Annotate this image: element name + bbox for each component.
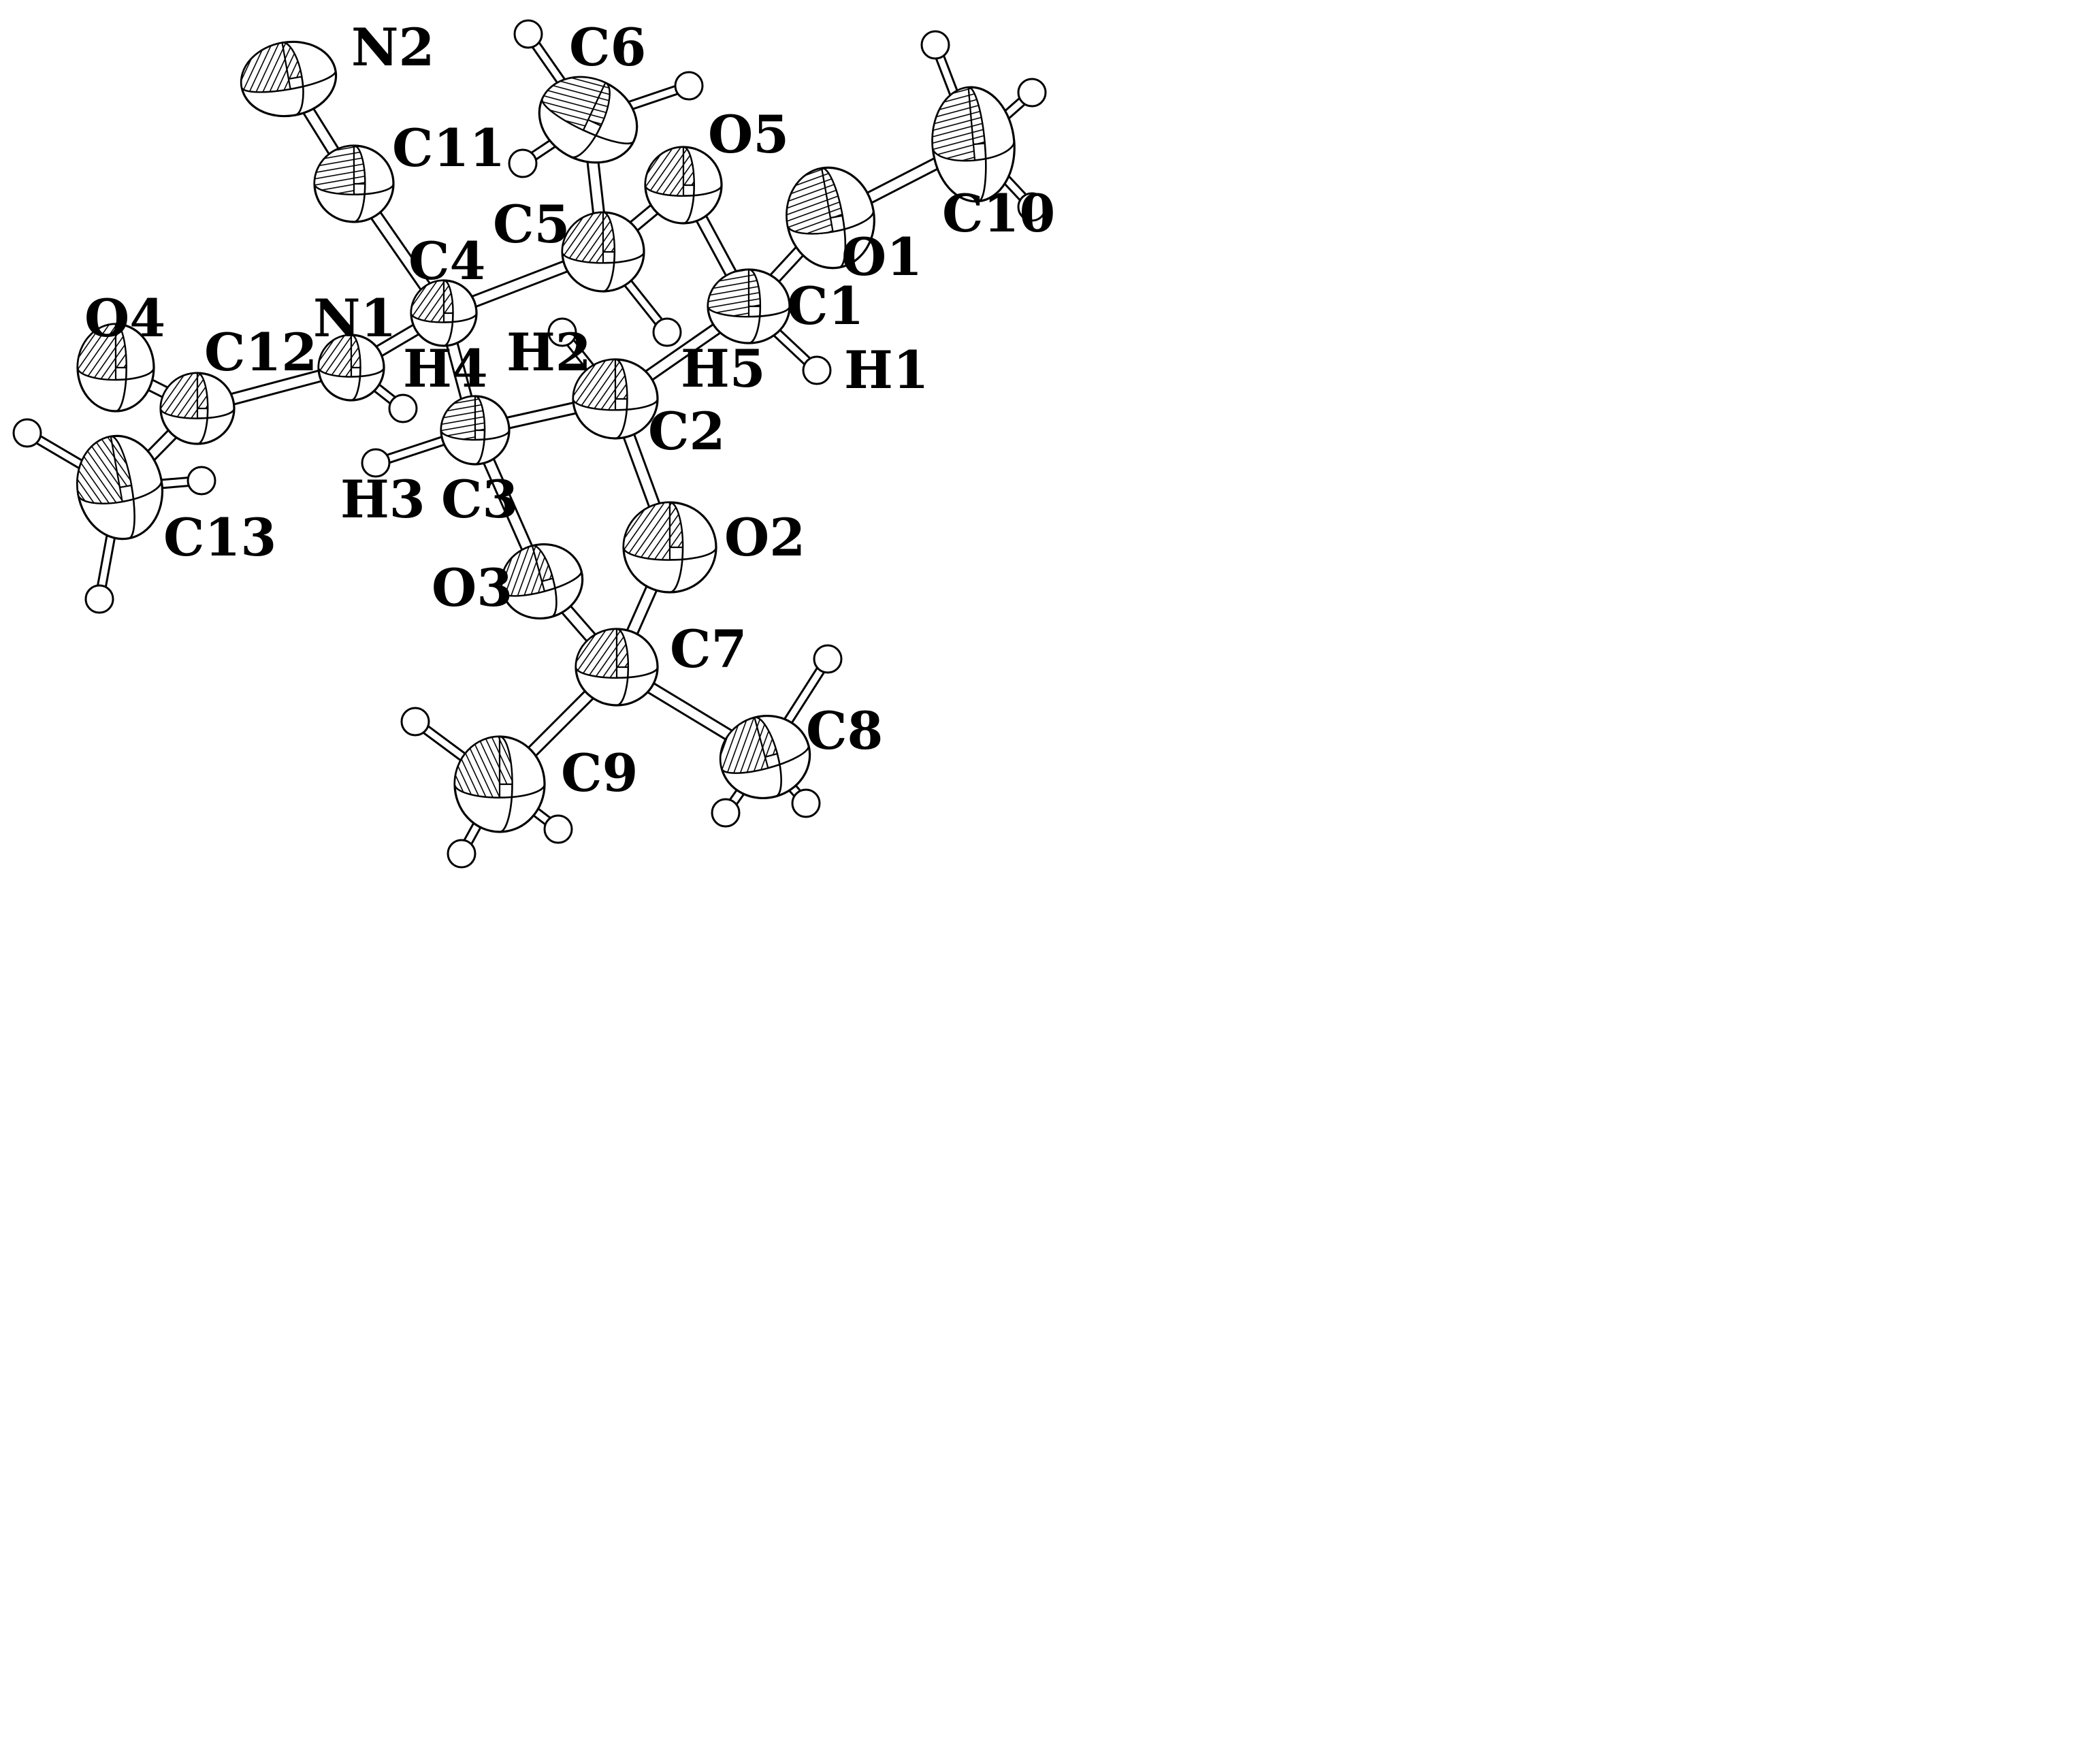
atom-h-c13-7: [187, 466, 216, 496]
atom-label-n2: N2: [351, 17, 434, 78]
atom-h-c10-4: [1017, 78, 1047, 108]
atom-label-o3: O3: [432, 558, 513, 618]
atom-c13: [76, 434, 164, 541]
atom-h-c13-8: [84, 584, 114, 614]
atom-c10: [931, 86, 1016, 203]
atom-c12: [159, 372, 236, 445]
atom-h-c6-2: [508, 148, 538, 178]
atom-label-h2: H2: [506, 322, 592, 383]
atom-h-c8-10: [711, 798, 741, 828]
atom-label-h3: H3: [340, 469, 425, 530]
atom-h2: [547, 317, 577, 347]
atom-label-c12: C12: [204, 322, 317, 383]
atom-c8: [719, 714, 811, 800]
atom-label-h4: H4: [403, 338, 488, 399]
atom-label-c13: C13: [163, 507, 276, 568]
atom-c9: [453, 735, 546, 833]
atom-c7: [575, 628, 659, 707]
atom-label-c5: C5: [493, 194, 570, 255]
atom-o2: [622, 501, 717, 594]
atom-c6: [538, 76, 639, 164]
atom-h5: [652, 317, 682, 347]
atom-label-c7: C7: [670, 619, 747, 679]
atom-label-c4: C4: [408, 231, 485, 291]
atom-h-c6-1: [674, 71, 704, 101]
atom-n1: [317, 334, 385, 402]
hydrogen-atom-layer: [12, 19, 1047, 869]
atom-label-c1: C1: [787, 276, 864, 336]
atom-label-o4: O4: [84, 288, 165, 349]
atom-label-h1: H1: [844, 340, 929, 400]
atom-h3: [361, 448, 391, 478]
atom-o4: [76, 323, 155, 413]
atom-label-c2: C2: [648, 401, 725, 462]
atom-h4: [388, 393, 418, 423]
atom-label-n1: N1: [313, 288, 396, 349]
atom-label-c9: C9: [561, 743, 638, 803]
atom-label-c11: C11: [392, 118, 505, 178]
atom-o1: [786, 166, 875, 270]
atom-label-c6: C6: [569, 17, 646, 78]
atom-c4: [410, 279, 478, 347]
atom-label-o5: O5: [708, 104, 789, 165]
atom-h-c10-3: [920, 30, 950, 60]
atom-label-o2: O2: [724, 507, 805, 568]
atom-h-c9-14: [543, 814, 573, 844]
atom-h-c9-12: [400, 707, 430, 737]
atom-o5: [644, 146, 723, 225]
atom-h-c13-6: [12, 418, 42, 448]
atom-h-c10-5: [1017, 192, 1047, 222]
atom-c5: [561, 211, 645, 293]
atom-label-c8: C8: [806, 700, 883, 761]
atom-o3: [500, 543, 584, 620]
atom-c3: [440, 395, 511, 466]
atom-c11: [313, 144, 395, 223]
atom-n2: [240, 40, 338, 118]
atom-label-h5: H5: [681, 338, 766, 399]
atom-label-o1: O1: [841, 227, 922, 287]
atom-c1: [707, 268, 791, 344]
atom-h-c9-13: [447, 839, 476, 869]
atom-c2: [572, 358, 659, 440]
atom-label-c10: C10: [942, 183, 1055, 244]
atom-h-c8-9: [813, 644, 843, 674]
atom-label-c3: C3: [441, 469, 518, 530]
atom-h1: [802, 355, 832, 385]
atom-h-c6-0: [513, 19, 543, 49]
heavy-atom-layer: [76, 40, 1016, 833]
atom-h-c8-11: [791, 788, 821, 818]
